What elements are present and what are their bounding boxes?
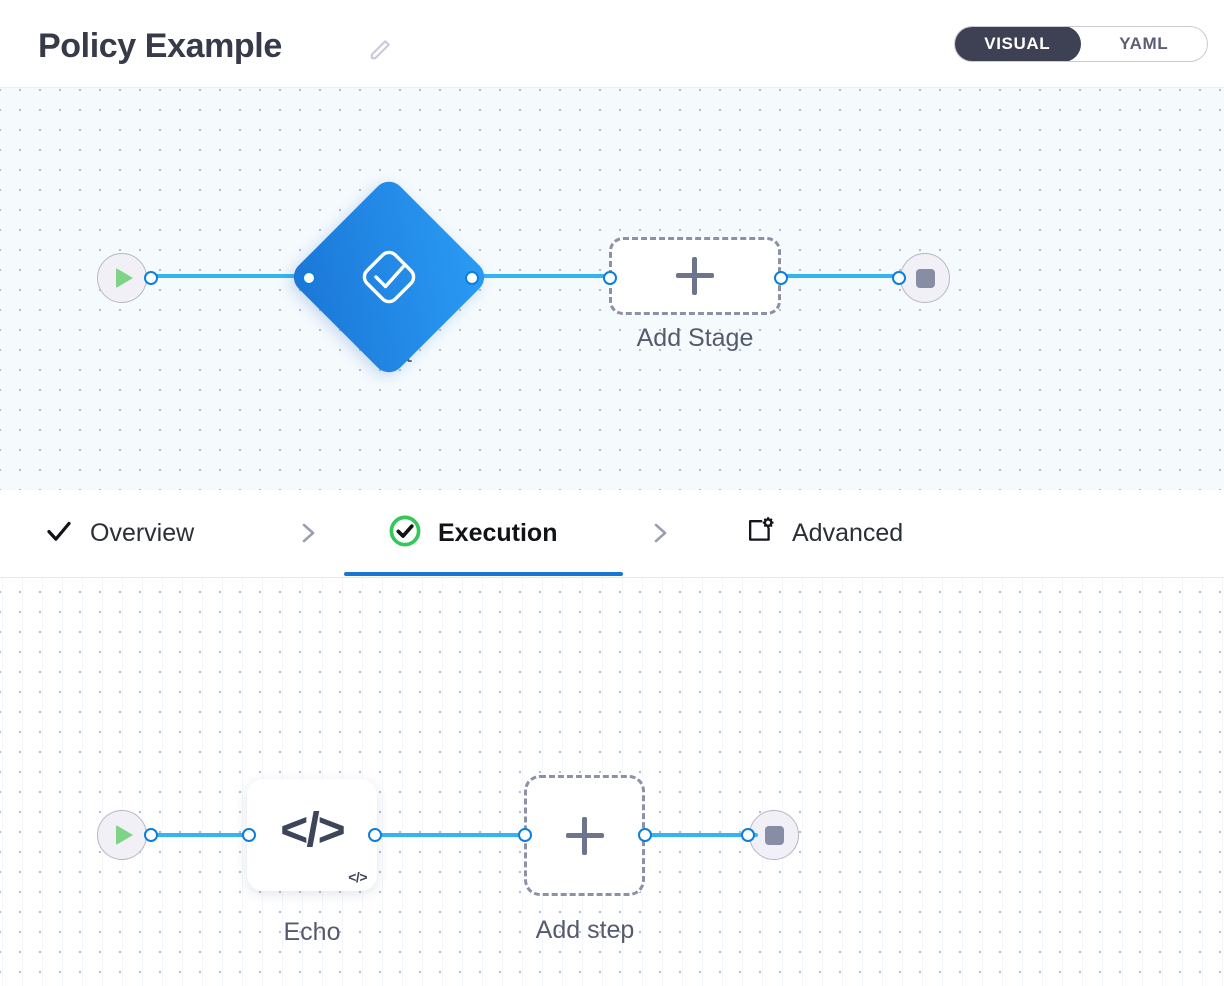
toggle-option-yaml[interactable]: YAML [1119, 34, 1169, 53]
add-stage-label: Add Stage [636, 324, 754, 352]
step-start-node-circle [97, 810, 147, 860]
wire-addstep-to-end [638, 833, 758, 837]
code-icon: </> [280, 804, 345, 857]
tab-execution[interactable]: Execution [344, 490, 623, 576]
start-node-circle [97, 253, 147, 303]
port-addstage-out[interactable] [774, 271, 788, 285]
add-step-label: Add step [535, 916, 635, 944]
stop-square-icon [915, 268, 935, 288]
stage-canvas[interactable]: Test Add Stage [0, 88, 1224, 490]
port-addstep-out[interactable] [638, 828, 652, 842]
port-addstage-in[interactable] [603, 271, 617, 285]
tab-bar: Overview Execution [0, 490, 1224, 578]
page-title: Policy Example [38, 27, 282, 65]
wire-start-to-test [150, 274, 315, 278]
port-echo-out[interactable] [368, 828, 382, 842]
add-stage-button[interactable] [609, 237, 781, 315]
check-icon [44, 516, 74, 551]
pipeline-end-node[interactable] [900, 253, 950, 303]
tab-label-overview: Overview [90, 518, 195, 547]
chevron-right-icon-2 [648, 521, 672, 545]
wire-addstage-to-end [780, 274, 902, 278]
view-mode-toggle[interactable]: VISUAL YAML [954, 26, 1208, 62]
add-step-button[interactable] [524, 775, 645, 896]
plus-icon [676, 257, 714, 295]
play-icon [116, 825, 133, 845]
step-node-echo[interactable]: </> </> [247, 779, 377, 891]
port-start-out[interactable] [144, 271, 158, 285]
toggle-option-visual[interactable]: VISUAL [955, 27, 1081, 61]
tab-label-advanced: Advanced [792, 518, 904, 547]
port-test-in[interactable] [302, 271, 316, 285]
port-step-start-out[interactable] [144, 828, 158, 842]
play-icon [116, 268, 133, 288]
plus-icon [565, 816, 604, 855]
tab-advanced[interactable]: Advanced [744, 490, 903, 576]
port-addstep-in[interactable] [518, 828, 532, 842]
wire-echo-to-addstep [370, 833, 532, 837]
port-step-end-in[interactable] [741, 828, 755, 842]
step-label-echo: Echo [283, 918, 341, 946]
active-tab-indicator [344, 572, 623, 576]
chevron-right-icon-1 [296, 521, 320, 545]
tab-overview[interactable]: Overview [44, 490, 194, 576]
end-node-circle [900, 253, 950, 303]
stop-square-icon [764, 825, 784, 845]
tab-label-execution: Execution [438, 518, 558, 547]
step-canvas[interactable]: </> </> Echo Add step [0, 578, 1224, 986]
port-echo-in[interactable] [242, 828, 256, 842]
port-test-out[interactable] [465, 271, 479, 285]
step-type-badge: </> [348, 869, 367, 885]
header-bar: Policy Example VISUAL YAML [0, 0, 1224, 88]
check-circle-icon [388, 514, 422, 553]
wire-test-to-addstage [465, 274, 615, 278]
step-start-node[interactable] [97, 810, 147, 860]
port-end-in[interactable] [892, 271, 906, 285]
pencil-icon[interactable] [366, 36, 394, 64]
wire-start-to-echo [150, 833, 260, 837]
window-gear-icon [744, 515, 776, 552]
pipeline-start-node[interactable] [97, 253, 147, 303]
